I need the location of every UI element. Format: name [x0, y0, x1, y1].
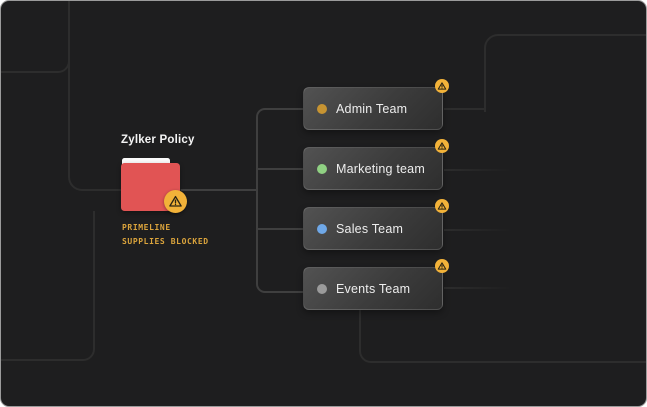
team-node-sales[interactable]: Sales Team [303, 207, 443, 250]
warning-triangle-icon [437, 142, 447, 150]
team-node-label: Sales Team [336, 221, 404, 236]
warning-badge-sales[interactable] [435, 199, 449, 213]
warning-triangle-icon [437, 262, 447, 270]
team-color-dot [317, 103, 327, 114]
team-node-admin[interactable]: Admin Team [303, 87, 443, 130]
team-node-label: Admin Team [336, 101, 408, 116]
team-color-dot [317, 223, 327, 234]
connector-branch-marketing [256, 168, 304, 170]
team-color-dot [317, 163, 327, 174]
background-tile-bottom-right [359, 309, 646, 363]
root-warning-note-line1: PRIMELINE [122, 223, 171, 232]
warning-triangle-icon [437, 202, 447, 210]
connector-branch-sales [256, 228, 304, 230]
warning-triangle-icon [437, 82, 447, 90]
connector-stub-sales-right [444, 229, 512, 231]
team-node-events[interactable]: Events Team [303, 267, 443, 310]
team-node-label: Events Team [336, 281, 411, 296]
root-warning-note: PRIMELINE SUPPLIES BLOCKED [122, 221, 209, 249]
warning-triangle-icon [169, 195, 182, 207]
warning-badge-root[interactable] [164, 190, 187, 213]
team-color-dot [317, 283, 327, 294]
root-node-title: Zylker Policy [121, 134, 195, 146]
connector-root-to-spine [181, 189, 257, 191]
connector-spine [256, 108, 306, 293]
connector-stub-admin-right [444, 108, 484, 110]
background-tile-bottom-left [1, 211, 95, 361]
background-tile-top-left [1, 1, 70, 73]
connector-stub-marketing-right [444, 169, 512, 171]
connector-stub-events-right [444, 287, 512, 289]
warning-badge-admin[interactable] [435, 79, 449, 93]
team-node-label: Marketing team [336, 161, 425, 176]
warning-badge-marketing[interactable] [435, 139, 449, 153]
background-tile-right [484, 34, 646, 112]
warning-badge-events[interactable] [435, 259, 449, 273]
root-warning-note-line2: SUPPLIES BLOCKED [122, 237, 209, 246]
team-node-marketing[interactable]: Marketing team [303, 147, 443, 190]
